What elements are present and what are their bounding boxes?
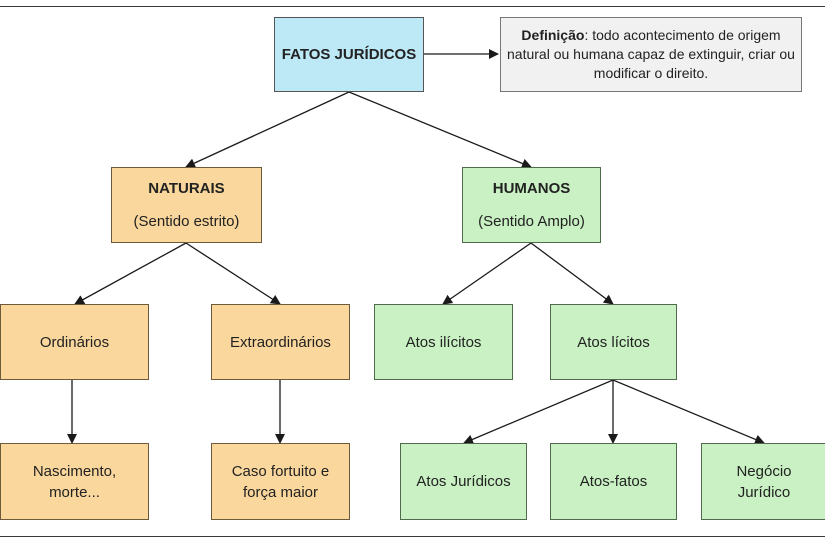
- node-negocio-juridico-label: Negócio Jurídico: [736, 462, 792, 501]
- edge-naturais-ordinarios: [74, 242, 187, 305]
- node-extraordinarios-label: Extraordinários: [230, 333, 331, 351]
- node-atos-juridicos-label: Atos Jurídicos: [416, 473, 511, 490]
- node-negocio-juridico: Negócio Jurídico: [701, 443, 825, 520]
- node-atos-fatos: Atos-fatos: [550, 443, 677, 520]
- node-atos-ilicitos: Atos ilícitos: [374, 304, 513, 380]
- node-extraordinarios: Extraordinários: [211, 304, 350, 380]
- edge-humanos-licitos: [530, 242, 614, 305]
- definition-body: : todo acontecimento de origem natural o…: [507, 27, 795, 81]
- node-nascimento: Nascimento, morte...: [0, 443, 149, 520]
- definition-text: Definição: todo acontecimento de origem …: [507, 26, 795, 83]
- definition-term: Definição: [521, 27, 585, 44]
- top-border: [0, 6, 825, 7]
- node-atos-ilicitos-label: Atos ilícitos: [405, 333, 482, 351]
- edge-root-humanos: [348, 91, 532, 169]
- edge-naturais-extraordinarios: [185, 242, 281, 305]
- node-atos-licitos-label: Atos lícitos: [577, 333, 650, 351]
- edge-humanos-ilicitos: [442, 242, 532, 305]
- node-naturais-sub: (Sentido estrito): [133, 213, 240, 230]
- node-caso-fortuito-label: Caso fortuito e força maior: [231, 462, 330, 501]
- node-atos-licitos: Atos lícitos: [550, 304, 677, 380]
- node-fatos-juridicos-label: FATOS JURÍDICOS: [281, 46, 417, 63]
- node-atos-fatos-label: Atos-fatos: [579, 473, 648, 490]
- edge-licitos-negocio: [612, 379, 765, 445]
- node-caso-fortuito: Caso fortuito e força maior: [211, 443, 350, 520]
- node-humanos: HUMANOS (Sentido Amplo): [462, 167, 601, 243]
- node-ordinarios-label: Ordinários: [39, 333, 110, 351]
- edge-licitos-juridicos: [463, 379, 614, 445]
- node-nascimento-label: Nascimento, morte...: [32, 462, 117, 501]
- node-naturais-label: NATURAIS: [148, 180, 225, 197]
- bottom-border: [0, 536, 825, 537]
- node-naturais: NATURAIS (Sentido estrito): [111, 167, 262, 243]
- node-humanos-sub: (Sentido Amplo): [478, 213, 585, 230]
- node-atos-juridicos: Atos Jurídicos: [400, 443, 527, 520]
- definition-box: Definição: todo acontecimento de origem …: [500, 17, 802, 92]
- edge-root-naturais: [185, 91, 350, 168]
- node-humanos-label: HUMANOS: [492, 180, 571, 197]
- node-ordinarios: Ordinários: [0, 304, 149, 380]
- node-fatos-juridicos: FATOS JURÍDICOS: [274, 17, 424, 92]
